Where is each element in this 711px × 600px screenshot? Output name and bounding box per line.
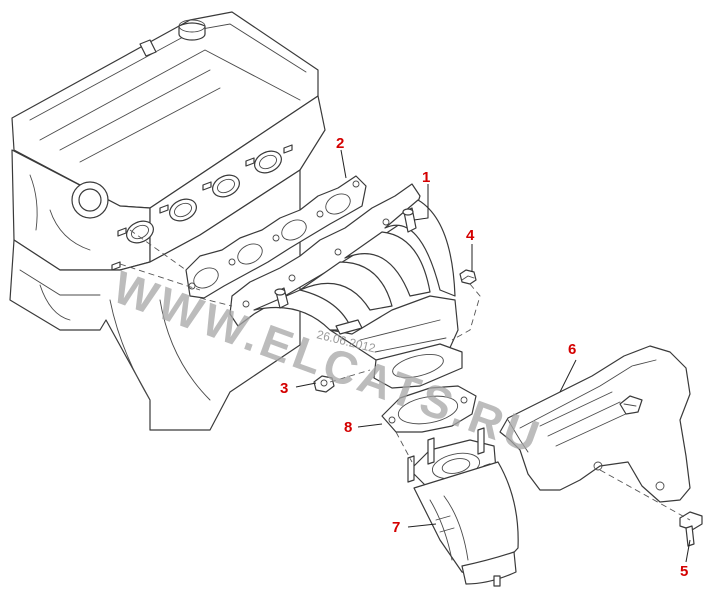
- bolt-3: [313, 375, 335, 393]
- callout-3: 3: [280, 380, 288, 397]
- callout-6: 6: [568, 341, 576, 358]
- callout-1: 1: [422, 169, 430, 186]
- catalytic-converter: [407, 427, 519, 587]
- nut-4: [459, 269, 477, 285]
- leader-lines: [295, 149, 691, 563]
- catalyst-gasket: [381, 385, 477, 433]
- callout-labels: 1 2 3 4 5 6 7 8: [280, 135, 688, 580]
- exhaust-manifold: [229, 183, 463, 389]
- callout-2: 2: [336, 135, 344, 152]
- callout-4: 4: [466, 227, 475, 244]
- callout-7: 7: [392, 519, 400, 536]
- bolt-5: [679, 511, 703, 547]
- callout-8: 8: [344, 419, 352, 436]
- assembly-lines: [119, 229, 691, 521]
- heat-shield: [499, 345, 691, 503]
- head-exhaust-ports: [111, 144, 293, 271]
- exhaust-manifold-gasket: [185, 175, 367, 299]
- callout-5: 5: [680, 563, 688, 580]
- engine-block: [9, 11, 326, 431]
